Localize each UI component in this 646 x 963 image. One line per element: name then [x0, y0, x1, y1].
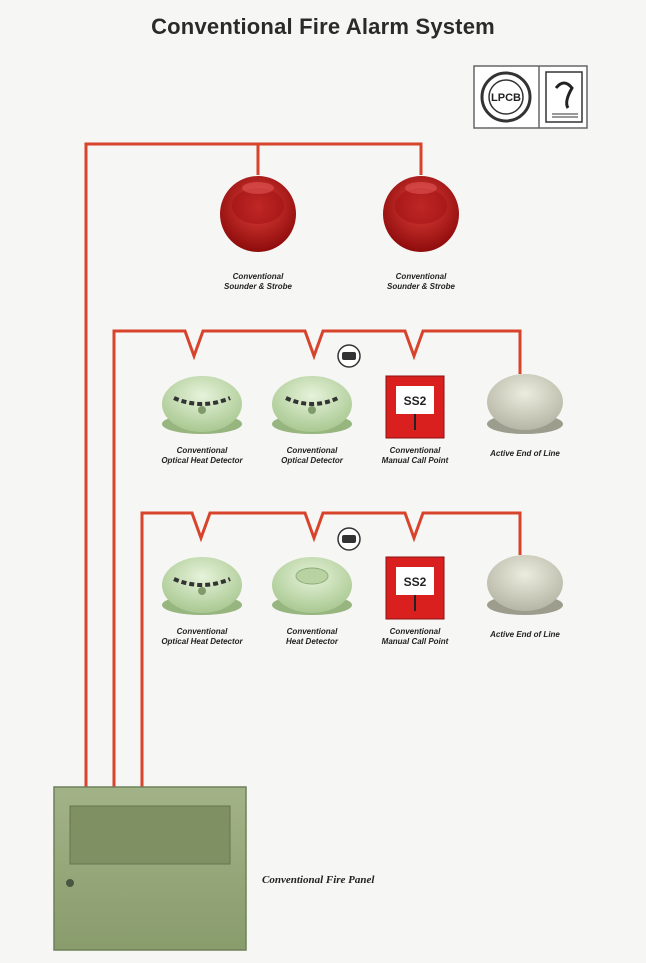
lpcb-logo-text: LPCB	[491, 92, 521, 104]
zone-2-device-4-label: Active End of Line	[490, 630, 560, 639]
zone-1-optical-heat-detector	[162, 376, 242, 434]
fire-panel	[53, 786, 247, 951]
zone-2-wire	[140, 511, 522, 792]
zone-2-end-of-line	[487, 555, 563, 615]
zone-1-end-of-line	[487, 374, 563, 434]
fire-panel-label: Conventional Fire Panel	[262, 874, 375, 886]
sounder-circuit-wire	[84, 142, 423, 792]
zone-1-optical-detector	[272, 376, 352, 434]
call-point-text: SS2	[404, 575, 427, 589]
sounder-strobe-2	[383, 176, 459, 252]
page-title: Conventional Fire Alarm System	[151, 14, 495, 39]
zone-1-wire	[112, 329, 522, 792]
zone-1-device-4-label: Active End of Line	[490, 449, 560, 458]
lpcb-logo: LPCB	[480, 71, 532, 123]
sounder-strobe-1	[220, 176, 296, 252]
certification-badge: LPCB	[473, 65, 588, 129]
zone-2-indicator-icon	[337, 527, 361, 551]
zone-2-heat-detector	[272, 557, 352, 615]
zone-2-manual-call-point: SS2	[385, 556, 445, 620]
kitemark-logo	[545, 71, 583, 123]
zone-1-indicator-icon	[337, 344, 361, 368]
zone-1-manual-call-point: SS2	[385, 375, 445, 439]
call-point-text: SS2	[404, 394, 427, 408]
zone-2-optical-heat-detector	[162, 557, 242, 615]
